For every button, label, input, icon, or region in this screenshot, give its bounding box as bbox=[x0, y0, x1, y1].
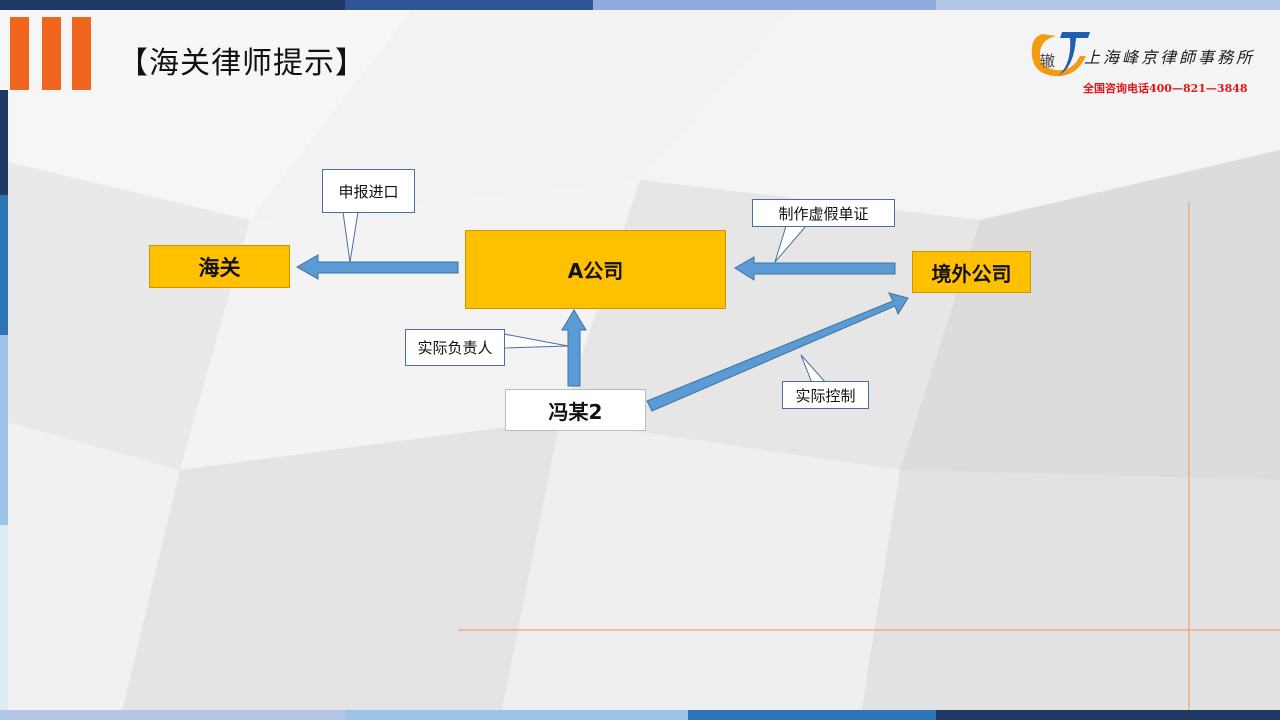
left-bar-segment-2 bbox=[0, 195, 8, 335]
title-accent-bar-2 bbox=[42, 17, 61, 90]
top-bar-segment-1 bbox=[0, 0, 345, 10]
arrow-to-foreign-company bbox=[646, 292, 909, 412]
logo-mark: 辙 bbox=[1040, 52, 1055, 70]
callout-tail-declare bbox=[342, 211, 359, 263]
arrow-up-to-company-a bbox=[561, 309, 587, 387]
bottom-bar-segment-3 bbox=[688, 710, 936, 720]
callout-tail-control bbox=[800, 354, 828, 384]
page-title: 【海关律师提示】 bbox=[118, 46, 366, 81]
node-foreign-company: 境外公司 bbox=[912, 251, 1031, 293]
callout-actual-responsible: 实际负责人 bbox=[405, 329, 505, 366]
arrow-to-company-a bbox=[734, 256, 896, 281]
bottom-bar-segment-1 bbox=[0, 710, 345, 720]
top-bar-segment-3 bbox=[593, 0, 936, 10]
left-bar-segment-4 bbox=[0, 525, 8, 710]
callout-tail-fake-docs bbox=[774, 225, 808, 263]
consult-phone: 全国咨询电话400—821—3848 bbox=[1083, 82, 1248, 95]
title-accent-bar-1 bbox=[10, 17, 29, 90]
law-firm-name: 上海峰京律師事務所 bbox=[1084, 48, 1256, 67]
callout-tail-responsible bbox=[503, 333, 569, 349]
left-bar-segment-3 bbox=[0, 335, 8, 525]
top-bar-segment-4 bbox=[936, 0, 1280, 10]
top-bar-segment-2 bbox=[345, 0, 593, 10]
bottom-bar-segment-4 bbox=[936, 710, 1280, 720]
node-feng: 冯某2 bbox=[505, 389, 646, 431]
callout-fake-documents: 制作虚假单证 bbox=[752, 199, 895, 227]
node-company-a: A公司 bbox=[465, 230, 726, 309]
callout-declare-import: 申报进口 bbox=[322, 169, 415, 213]
callout-actual-control: 实际控制 bbox=[782, 381, 869, 409]
node-customs: 海关 bbox=[149, 245, 290, 288]
arrow-to-customs bbox=[295, 254, 459, 280]
bottom-bar-segment-2 bbox=[345, 710, 688, 720]
law-firm-logo-icon: 辙 bbox=[1031, 32, 1090, 77]
title-accent-bar-3 bbox=[72, 17, 91, 90]
left-bar-segment-1 bbox=[0, 90, 8, 195]
